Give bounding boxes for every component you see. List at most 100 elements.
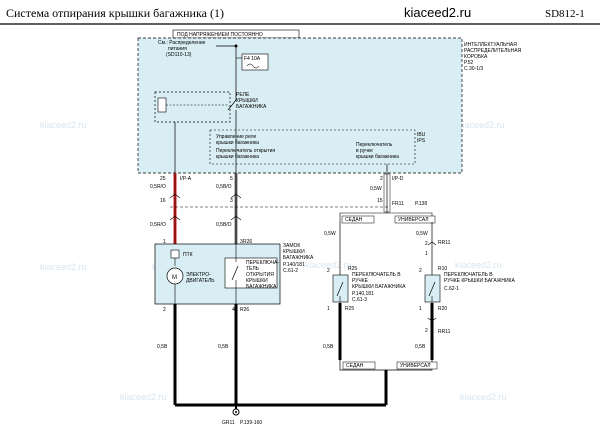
relay-name-1: РЕЛЕ: [236, 92, 250, 98]
universal-switch-ref: С.62-1: [444, 286, 459, 292]
diagram-title: Система отпирания крышки багажника (1): [6, 6, 224, 20]
connector-c1: I/P-A: [180, 176, 192, 182]
motor-symbol: M: [172, 275, 177, 281]
wire-label: 0,5B: [157, 344, 168, 350]
ref-fr11: FR11: [392, 201, 404, 207]
wire-label: 0,5B/O: [216, 184, 232, 190]
sedan-tag-bottom: [342, 361, 376, 370]
watermark: kiaceed2.ru: [455, 260, 502, 270]
connector-break-icon: [427, 241, 437, 246]
module-name-3: КОРОБКА: [464, 54, 488, 60]
rr11-label-bottom: RR11: [438, 329, 451, 335]
relay-contact-icon: [227, 99, 237, 111]
pin-label: 2: [327, 268, 330, 274]
ibu-sw2-b: в ручке: [356, 148, 373, 154]
junction-dot: [234, 44, 238, 48]
sedan-switch-3: КРЫШКИ БАГАЖНИКА: [352, 284, 406, 290]
ibu-box: [209, 129, 416, 165]
ptc-label: ПТК: [183, 252, 193, 258]
connector-break-icon: [169, 215, 242, 221]
pin-label: 2: [419, 268, 422, 274]
lock-switch-4: КРЫШКИ: [246, 278, 268, 284]
pin-label: 5: [230, 176, 233, 182]
pin-label: 1: [425, 251, 428, 257]
ptc-icon: [170, 249, 180, 259]
pin-label: 15: [377, 198, 383, 204]
lock-switch-5: БАГАЖНИКА: [246, 284, 277, 290]
module-name-1: ИНТЕЛЛЕКТУАЛЬНАЯ: [464, 42, 517, 48]
rr11-label-top: RR11: [438, 240, 451, 246]
lock-ref-1: Р.140/181: [283, 262, 305, 268]
ibu-name: IBU: [417, 132, 426, 138]
connector-c2: I/P-D: [392, 176, 404, 182]
wire-label: 0,5B: [323, 344, 334, 350]
ibu-code: IPS: [417, 138, 426, 144]
ibu-sw2-a: Переключатель: [356, 142, 393, 148]
ref-p138: Р.138: [415, 201, 427, 207]
sedan-label-bottom: СЕДАН: [346, 363, 364, 369]
fuse-box: [241, 53, 269, 71]
module-name-2: РАСПРЕДЕЛИТЕЛЬНАЯ: [464, 48, 522, 54]
watermark: kiaceed2.ru: [305, 260, 352, 270]
pin-label: 1: [419, 306, 422, 312]
sedan-r25-bottom: R25: [345, 306, 354, 312]
pin-label: 2: [425, 328, 428, 334]
sedan-switch-icon: [336, 281, 344, 297]
pin-label: 25: [160, 176, 166, 182]
sedan-switch-ref-2: С.61-3: [352, 297, 367, 303]
connector-break-icon: [169, 193, 242, 199]
motor-label-2: ДВИГАТЕЛЬ: [186, 278, 215, 284]
fuse-icon: [246, 63, 260, 69]
sedan-switch-2: РУЧКЕ: [352, 278, 369, 284]
lock-switch-3: ОТКРЫТИЯ: [246, 272, 274, 278]
universal-switch-icon: [428, 281, 436, 297]
watermark: kiaceed2.ru: [458, 120, 505, 130]
watermark: kiaceed2.ru: [40, 262, 87, 272]
power-source-1: См.: Распределение: [158, 40, 206, 46]
sedan-switch-1: ПЕРЕКЛЮЧАТЕЛЬ В: [352, 272, 401, 278]
universal-r10: R10: [438, 266, 447, 272]
universal-tag-top: [394, 215, 436, 224]
power-label: ПОД НАПРЯЖЕНИЕМ ПОСТОЯННО: [177, 32, 263, 38]
wire-label: 0,5W: [370, 186, 382, 192]
universal-label-top: УНИВЕРСАЛ: [398, 217, 429, 223]
lock-switch-2: ТЕЛЬ: [246, 266, 260, 272]
lock-switch-icon: [231, 265, 239, 281]
pin-label: 16: [160, 198, 166, 204]
lock-switch-box: [224, 257, 278, 289]
pin-label: 1: [163, 239, 166, 245]
sedan-label-top: СЕДАН: [345, 217, 363, 223]
pin-label: 3: [230, 198, 233, 204]
pin-label: 2: [425, 241, 428, 247]
sedan-r25-top: R25: [348, 266, 357, 272]
ibu-sw1-a: Переключатель открытия: [216, 148, 275, 154]
watermark: kiaceed2.ru: [460, 392, 507, 402]
wire-label: 0,5B: [218, 344, 229, 350]
ibu-ctrl-2: крышки багажника: [216, 140, 259, 146]
white-wire-outline: [383, 173, 391, 213]
universal-r20: R20: [438, 306, 447, 312]
wire-label: 0,5R/O: [150, 222, 166, 228]
ground-name: GR11: [222, 420, 235, 426]
module-ref-1: Р.52: [464, 60, 474, 66]
pin-label: 2: [380, 176, 383, 182]
watermark: kiaceed2.ru: [120, 392, 167, 402]
lock-r26-bottom: R26: [240, 307, 249, 313]
power-source-3: (SD110-13): [166, 52, 192, 58]
module-ref-2: С.30-1/3: [464, 66, 483, 72]
wire-label: 0,5W: [416, 231, 428, 237]
wire-label: 0,5W: [324, 231, 336, 237]
power-source-2: питания: [168, 46, 187, 52]
lock-title-1: ЗАМОК: [283, 243, 300, 249]
pin-label: 3: [240, 239, 243, 245]
relay-coil-icon: [157, 97, 167, 113]
wire-label: 0,5B/O: [216, 222, 232, 228]
ibu-sw1-b: крышки багажника: [216, 154, 259, 160]
sedan-tag-top: [341, 215, 375, 224]
universal-switch-2: РУЧКЕ КРЫШКИ БАГАЖНИКА: [444, 278, 515, 284]
universal-tag-bottom: [396, 361, 438, 370]
universal-label-bottom: УНИВЕРСАЛ: [400, 363, 431, 369]
lock-title-3: БАГАЖНИКА: [283, 255, 314, 261]
sedan-switch-ref-1: Р.140,181: [352, 291, 374, 297]
